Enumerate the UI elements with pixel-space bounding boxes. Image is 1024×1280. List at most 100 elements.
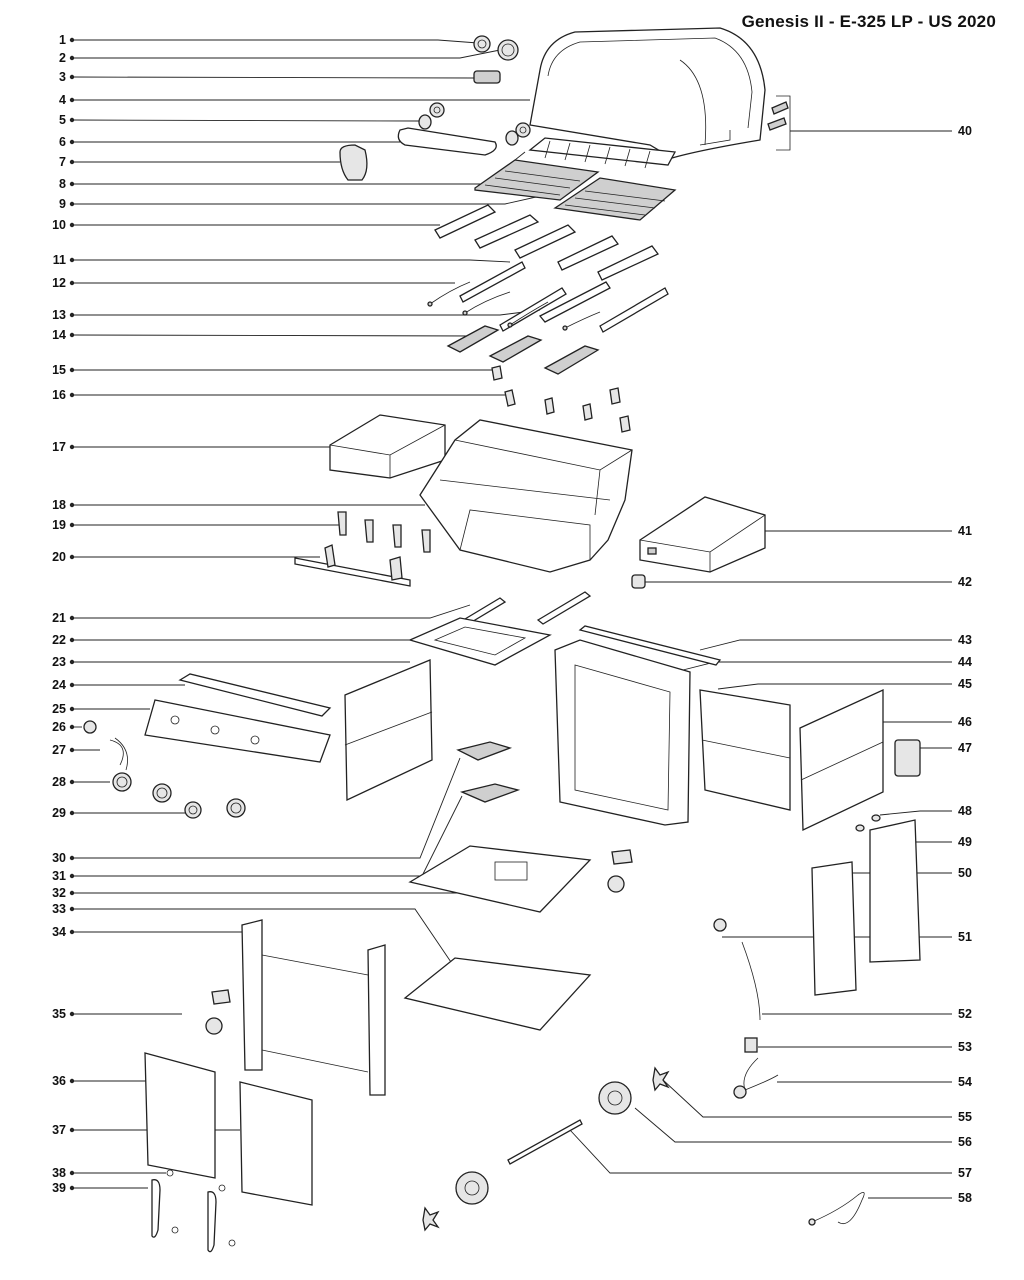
callout-4[interactable]: 4 — [59, 93, 530, 107]
callout-21[interactable]: 21 — [52, 604, 471, 625]
callout-45[interactable]: 45 — [717, 677, 972, 691]
lid[interactable] — [529, 27, 766, 159]
caster-top[interactable] — [607, 849, 633, 893]
callout-47[interactable]: 47 — [918, 741, 972, 755]
callout-25[interactable]: 25 — [52, 702, 150, 716]
rear-panel[interactable] — [799, 688, 884, 832]
wheel-nut[interactable] — [422, 1066, 670, 1232]
cabinet-frame[interactable] — [554, 639, 691, 826]
lower-frame[interactable] — [241, 919, 386, 1096]
burner-valve-clips[interactable] — [337, 511, 431, 553]
igniter-button[interactable] — [83, 720, 97, 734]
callout-9[interactable]: 9 — [59, 194, 546, 211]
callout-41[interactable]: 41 — [765, 524, 972, 538]
callout-39[interactable]: 39 — [52, 1181, 148, 1195]
manifold[interactable] — [294, 544, 411, 587]
callout-58[interactable]: 58 — [868, 1191, 972, 1205]
handle-light[interactable] — [339, 144, 368, 181]
catch-pan-holder[interactable] — [456, 741, 513, 761]
right-door[interactable] — [239, 1081, 313, 1206]
callout-28[interactable]: 28 — [52, 775, 110, 789]
cookbox[interactable] — [419, 419, 633, 573]
callout-57[interactable]: 57 — [569, 1129, 972, 1180]
tank-shroud-49[interactable] — [869, 819, 921, 963]
thermometer-bezel[interactable] — [473, 35, 491, 53]
callout-23[interactable]: 23 — [52, 655, 410, 669]
callout-31[interactable]: 31 — [52, 795, 463, 883]
wheels[interactable] — [455, 1081, 632, 1205]
catch-pan[interactable] — [459, 783, 521, 803]
callout-54[interactable]: 54 — [777, 1075, 972, 1089]
right-cabinet-panel[interactable] — [699, 689, 791, 811]
callout-35[interactable]: 35 — [52, 1007, 182, 1021]
callout-5[interactable]: 5 — [59, 113, 421, 127]
callout-3[interactable]: 3 — [59, 70, 478, 84]
callout-32[interactable]: 32 — [52, 886, 470, 900]
callout-12[interactable]: 12 — [52, 276, 455, 290]
grommets-48[interactable] — [855, 814, 881, 832]
callout-52[interactable]: 52 — [762, 1007, 972, 1021]
lower-shelf[interactable] — [403, 957, 592, 1031]
burner-clips[interactable] — [491, 365, 631, 433]
right-side-table[interactable] — [639, 496, 766, 573]
callout-34[interactable]: 34 — [52, 925, 245, 939]
left-cabinet-panel[interactable] — [344, 574, 433, 802]
callout-8[interactable]: 8 — [59, 151, 526, 191]
callout-6[interactable]: 6 — [59, 135, 400, 149]
tank-shroud-50[interactable] — [811, 861, 857, 996]
callout-43[interactable]: 43 — [699, 633, 972, 651]
handle-end-caps[interactable] — [418, 102, 531, 146]
igniter-wires[interactable] — [109, 737, 128, 771]
callout-26[interactable]: 26 — [52, 720, 82, 734]
callout-36[interactable]: 36 — [52, 1074, 148, 1088]
callout-46[interactable]: 46 — [882, 715, 972, 729]
callout-15[interactable]: 15 — [52, 363, 492, 377]
callout-38[interactable]: 38 — [52, 1166, 166, 1180]
callout-16[interactable]: 16 — [52, 388, 505, 402]
callout-30[interactable]: 30 — [52, 757, 461, 865]
callout-13[interactable]: 13 — [52, 308, 541, 322]
callout-10[interactable]: 10 — [52, 218, 440, 232]
callout-18[interactable]: 18 — [52, 498, 425, 512]
callout-55[interactable]: 55 — [662, 1079, 972, 1124]
callout-44[interactable]: 44 — [674, 655, 972, 673]
control-panel-top-bar[interactable] — [178, 673, 332, 717]
thermometer[interactable] — [497, 39, 519, 61]
callout-27[interactable]: 27 — [52, 743, 100, 757]
callout-2[interactable]: 2 — [59, 49, 501, 65]
callout-1[interactable]: 1 — [59, 33, 479, 47]
callout-56[interactable]: 56 — [634, 1107, 972, 1149]
callout-22[interactable]: 22 — [52, 633, 415, 647]
burner-tubes[interactable] — [459, 261, 669, 333]
warming-rack[interactable] — [528, 137, 677, 169]
door-handles[interactable] — [151, 1169, 236, 1253]
callout-14[interactable]: 14 — [52, 328, 481, 342]
grease-tray[interactable] — [408, 617, 552, 666]
caster-35[interactable] — [205, 989, 231, 1035]
callout-49[interactable]: 49 — [915, 835, 972, 849]
flavorizer-bars[interactable] — [434, 204, 660, 281]
bungee-cord[interactable] — [808, 1192, 865, 1226]
control-panel[interactable] — [144, 699, 331, 763]
lid-handle[interactable] — [397, 127, 497, 156]
gas-hose-regulator[interactable] — [713, 918, 779, 1099]
callout-7[interactable]: 7 — [59, 155, 340, 169]
hardware-40[interactable] — [767, 95, 791, 151]
heat-deflectors[interactable] — [446, 325, 600, 375]
cooking-grates[interactable] — [474, 159, 677, 221]
bottom-shelf[interactable] — [408, 845, 592, 913]
igniter-electrodes[interactable] — [427, 281, 601, 331]
callout-42[interactable]: 42 — [640, 575, 972, 589]
callout-48[interactable]: 48 — [879, 804, 972, 818]
crossbar-43[interactable] — [578, 625, 722, 666]
tank-scale-bracket[interactable] — [894, 739, 921, 777]
callout-40[interactable]: 40 — [790, 124, 972, 138]
left-door[interactable] — [144, 1052, 216, 1179]
callout-20[interactable]: 20 — [52, 550, 320, 564]
callout-19[interactable]: 19 — [52, 518, 340, 532]
callout-53[interactable]: 53 — [758, 1040, 972, 1054]
side-burner-knob-42[interactable] — [631, 574, 646, 589]
left-side-table[interactable] — [329, 414, 446, 479]
axle[interactable] — [507, 1119, 583, 1165]
control-knobs[interactable] — [112, 772, 246, 819]
